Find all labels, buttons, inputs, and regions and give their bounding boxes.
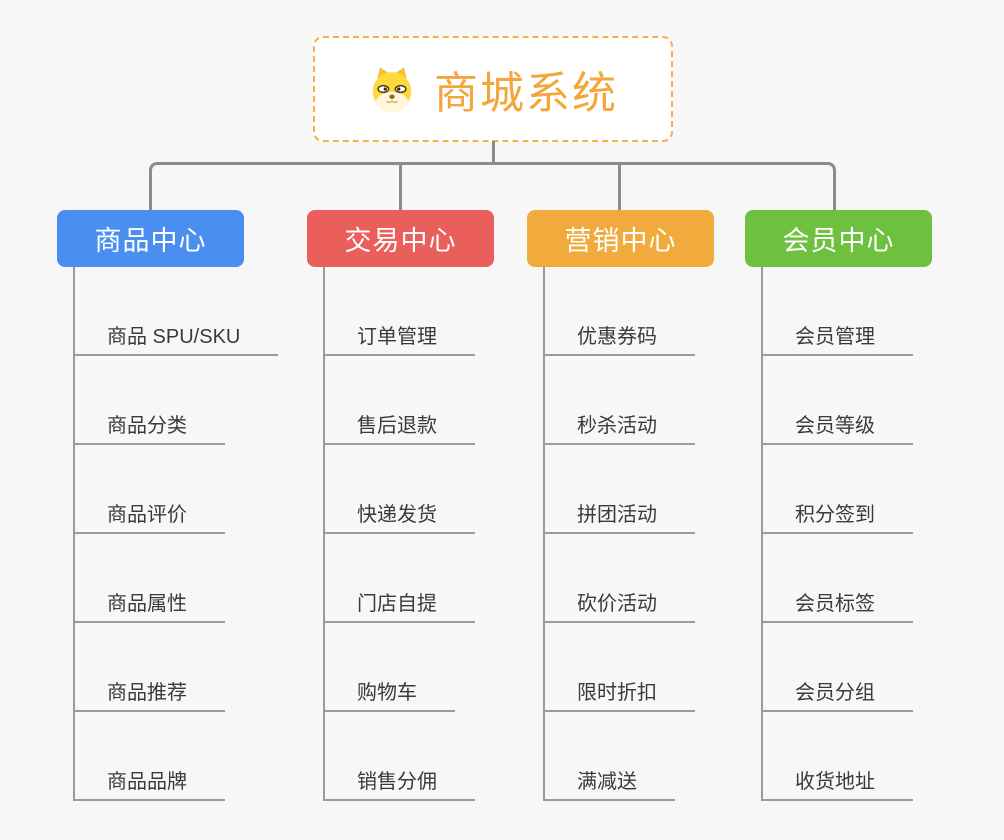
dog-face-icon [372, 67, 412, 113]
branch-trunk-line-marketing-center [543, 267, 545, 801]
child-item[interactable]: 销售分佣 [323, 769, 475, 801]
child-item[interactable]: 会员分组 [761, 680, 913, 712]
child-item[interactable]: 商品属性 [73, 591, 225, 623]
child-item[interactable]: 砍价活动 [543, 591, 695, 623]
child-item[interactable]: 门店自提 [323, 591, 475, 623]
root-node-mall-system[interactable]: 商城系统 [313, 36, 673, 142]
branch-node-marketing-center[interactable]: 营销中心 [527, 210, 714, 267]
child-item[interactable]: 商品评价 [73, 502, 225, 534]
branch-node-label: 营销中心 [564, 226, 677, 256]
branch-trunk-line-member-center [761, 267, 763, 801]
child-item[interactable]: 优惠券码 [543, 324, 695, 356]
child-item[interactable]: 商品 SPU/SKU [73, 324, 279, 356]
branch-node-label: 商品中心 [94, 226, 207, 256]
child-item[interactable]: 会员管理 [761, 324, 913, 356]
child-item[interactable]: 限时折扣 [543, 680, 695, 712]
branch-node-label: 会员中心 [782, 226, 895, 256]
branch-trunk-line-trade-center [323, 267, 325, 801]
child-item[interactable]: 商品分类 [73, 413, 225, 445]
branch-node-product-center[interactable]: 商品中心 [57, 210, 244, 267]
child-item[interactable]: 商品品牌 [73, 769, 225, 801]
child-item[interactable]: 会员标签 [761, 591, 913, 623]
branch-node-member-center[interactable]: 会员中心 [745, 210, 932, 267]
root-node-title: 商城系统 [434, 69, 618, 118]
child-item[interactable]: 积分签到 [761, 502, 913, 534]
child-item[interactable]: 订单管理 [323, 324, 475, 356]
connector-root-stem [492, 141, 495, 163]
child-item[interactable]: 拼团活动 [543, 502, 695, 534]
child-item[interactable]: 购物车 [323, 680, 455, 712]
child-item[interactable]: 商品推荐 [73, 680, 225, 712]
child-item[interactable]: 秒杀活动 [543, 413, 695, 445]
branch-node-label: 交易中心 [344, 226, 457, 256]
branch-trunk-line-product-center [73, 267, 75, 801]
child-item[interactable]: 满减送 [543, 769, 675, 801]
connector-bracket [149, 162, 836, 210]
child-item[interactable]: 收货地址 [761, 769, 913, 801]
connector-stem-branch-2 [399, 163, 402, 210]
child-item[interactable]: 快递发货 [323, 502, 475, 534]
child-item[interactable]: 会员等级 [761, 413, 913, 445]
connector-stem-branch-3 [618, 163, 621, 210]
child-item[interactable]: 售后退款 [323, 413, 475, 445]
branch-node-trade-center[interactable]: 交易中心 [307, 210, 494, 267]
